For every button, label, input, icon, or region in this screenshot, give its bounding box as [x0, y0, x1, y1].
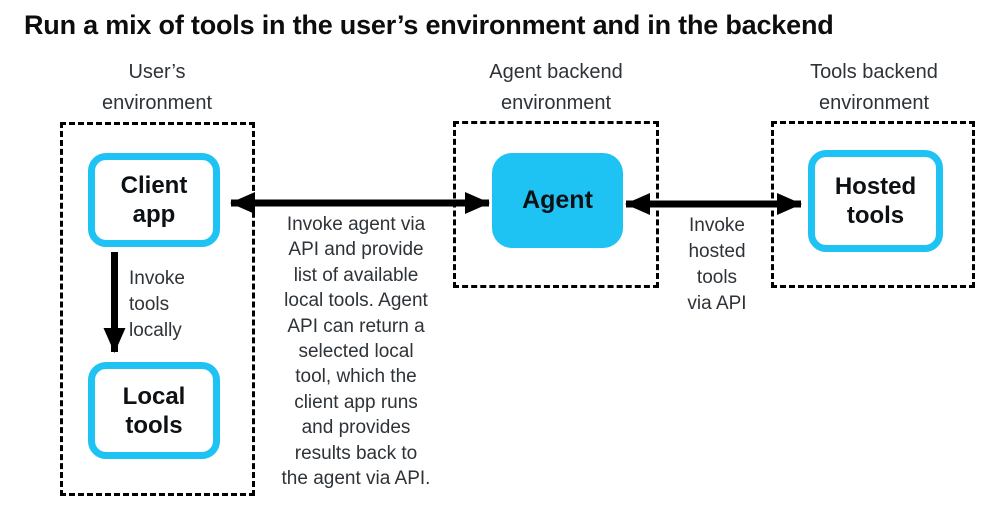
- invoke-tools-locally-label: Invoke tools locally: [129, 268, 185, 341]
- agent-node: Agent: [492, 153, 623, 248]
- invoke-hosted-tools-label: Invoke hosted tools via API: [687, 215, 747, 314]
- local-tools-node: Local tools: [88, 362, 220, 459]
- hosted-tools-node: Hosted tools: [808, 150, 943, 252]
- user-environment-label: User’s environment: [101, 61, 213, 114]
- client-app-node: Client app: [88, 153, 220, 247]
- agent-backend-environment-label: Agent backend environment: [489, 61, 623, 114]
- diagram-title: Run a mix of tools in the user’s environ…: [24, 10, 834, 40]
- tools-backend-environment-label: Tools backend environment: [810, 61, 938, 114]
- invoke-agent-via-api-label: Invoke agent via API and provide list of…: [281, 214, 431, 490]
- user-environment-boundary: [60, 122, 255, 496]
